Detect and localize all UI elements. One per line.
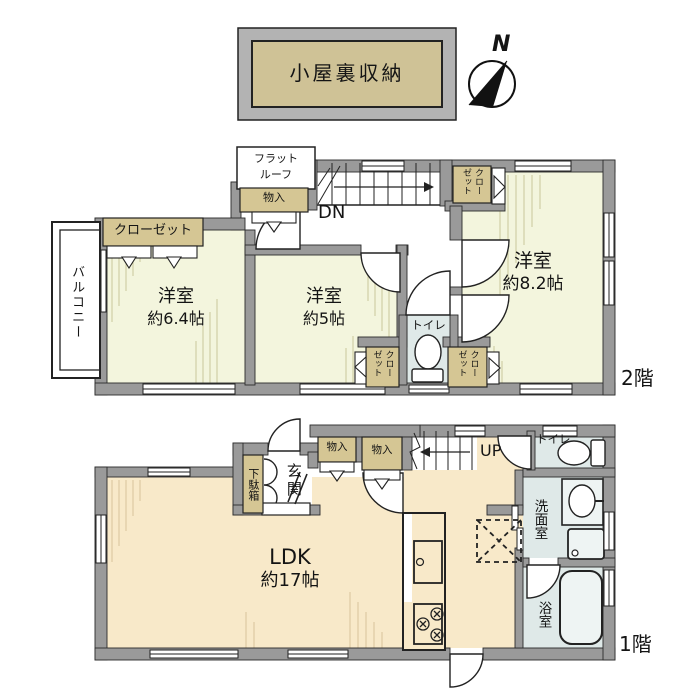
- room-name: 洋室: [513, 250, 552, 272]
- closet-5-box: [365, 346, 400, 388]
- closet-small2-label: クローゼット: [456, 350, 479, 377]
- bathroom-label: 浴室: [535, 600, 552, 628]
- floor1-storage-boxes: [242, 436, 403, 514]
- storage2f-label: 物入: [263, 191, 285, 204]
- door-arc-front: [267, 418, 301, 452]
- ldk-size: 約17帖: [260, 570, 320, 592]
- room-size: 約6.4帖: [147, 308, 205, 328]
- entrance-label: 玄関: [284, 463, 303, 499]
- flat-roof-line2: ルーフ: [259, 168, 293, 181]
- closet-top-label: クローゼット: [461, 168, 483, 195]
- floor2-storage-boxes: [102, 165, 492, 388]
- room-size: 約5帖: [302, 308, 346, 328]
- sliding-door-washroom: [511, 505, 524, 551]
- stairs1f-floor: [412, 431, 477, 470]
- closet-top-box: [452, 165, 492, 204]
- storage1-label: 物入: [326, 441, 348, 453]
- room-name: 洋室: [306, 286, 342, 307]
- washroom-label: 洗面室: [531, 498, 548, 540]
- flat-roof-line1: フラット: [254, 152, 298, 165]
- compass-n-label: N: [492, 32, 511, 57]
- shoebox-label: 下駄箱: [246, 467, 260, 501]
- floor2-door-marks: [106, 167, 506, 385]
- toilet2f-icon: [411, 334, 444, 383]
- storage2f-box: [239, 187, 309, 213]
- room-west-6-4-label: 洋室 約6.4帖: [110, 286, 242, 329]
- flat-roof-label: フラット ルーフ: [238, 151, 314, 183]
- floor2-label: 2階: [621, 366, 654, 390]
- floor1-windows: [95, 425, 615, 659]
- attic-storage-box: [237, 27, 457, 121]
- shoebox-box: [242, 454, 264, 514]
- floor1-door-marks: [319, 461, 401, 490]
- balcony-label: バルコニー: [69, 264, 85, 340]
- floor1-label: 1階: [619, 632, 652, 656]
- toilet2f-label: トイレ: [411, 318, 446, 332]
- stairs-2f: [317, 163, 440, 206]
- stairs-up-label: UP: [480, 441, 502, 460]
- ldk-label: LDK 約17帖: [220, 544, 360, 593]
- bathtub-icon: [559, 570, 603, 645]
- door-arc-bath: [526, 564, 561, 599]
- ldk-name: LDK: [269, 545, 311, 569]
- floor1-plan: [94, 418, 616, 688]
- door-arc-toilet1f: [497, 435, 532, 470]
- toilet1f-icon: [557, 439, 606, 467]
- room-west-8-2-label: 洋室 約8.2帖: [467, 250, 599, 295]
- attic-label: 小屋裏収納: [289, 61, 405, 85]
- storage2-box: [361, 436, 403, 471]
- storage2-label: 物入: [371, 444, 393, 456]
- room-size: 約8.2帖: [502, 273, 564, 294]
- stairs-1f: [409, 431, 473, 470]
- washroom-fixtures: [561, 478, 605, 560]
- flat-roof-box: [236, 146, 316, 190]
- door-arc-west5: [360, 252, 401, 293]
- door-arc-west8-2-b: [461, 294, 510, 343]
- closet-main-label: クローゼット: [113, 223, 192, 238]
- kitchen-sink: [413, 540, 443, 584]
- fridge-space: [476, 519, 522, 563]
- room-name: 洋室: [158, 286, 194, 307]
- floor2-plan: [51, 146, 616, 396]
- stove-icon: [413, 603, 443, 645]
- compass-icon: [468, 60, 516, 108]
- storage1-box: [317, 436, 357, 463]
- stairs-down-label: DN: [318, 202, 346, 223]
- door-arc-west8-2-a: [461, 239, 510, 288]
- room-west-5-label: 洋室 約5帖: [258, 286, 390, 329]
- genkan-details: [261, 471, 311, 516]
- toilet1f-label: トイレ: [536, 432, 571, 446]
- door-arc-toilet2f: [405, 270, 451, 316]
- closet-small1-label: クローゼット: [371, 350, 394, 377]
- balcony-rail: [51, 221, 101, 379]
- floor2-windows: [95, 160, 615, 395]
- door-arc-back: [449, 653, 484, 688]
- closet-6-4-box: [102, 217, 204, 247]
- kitchen-counter: [402, 512, 446, 651]
